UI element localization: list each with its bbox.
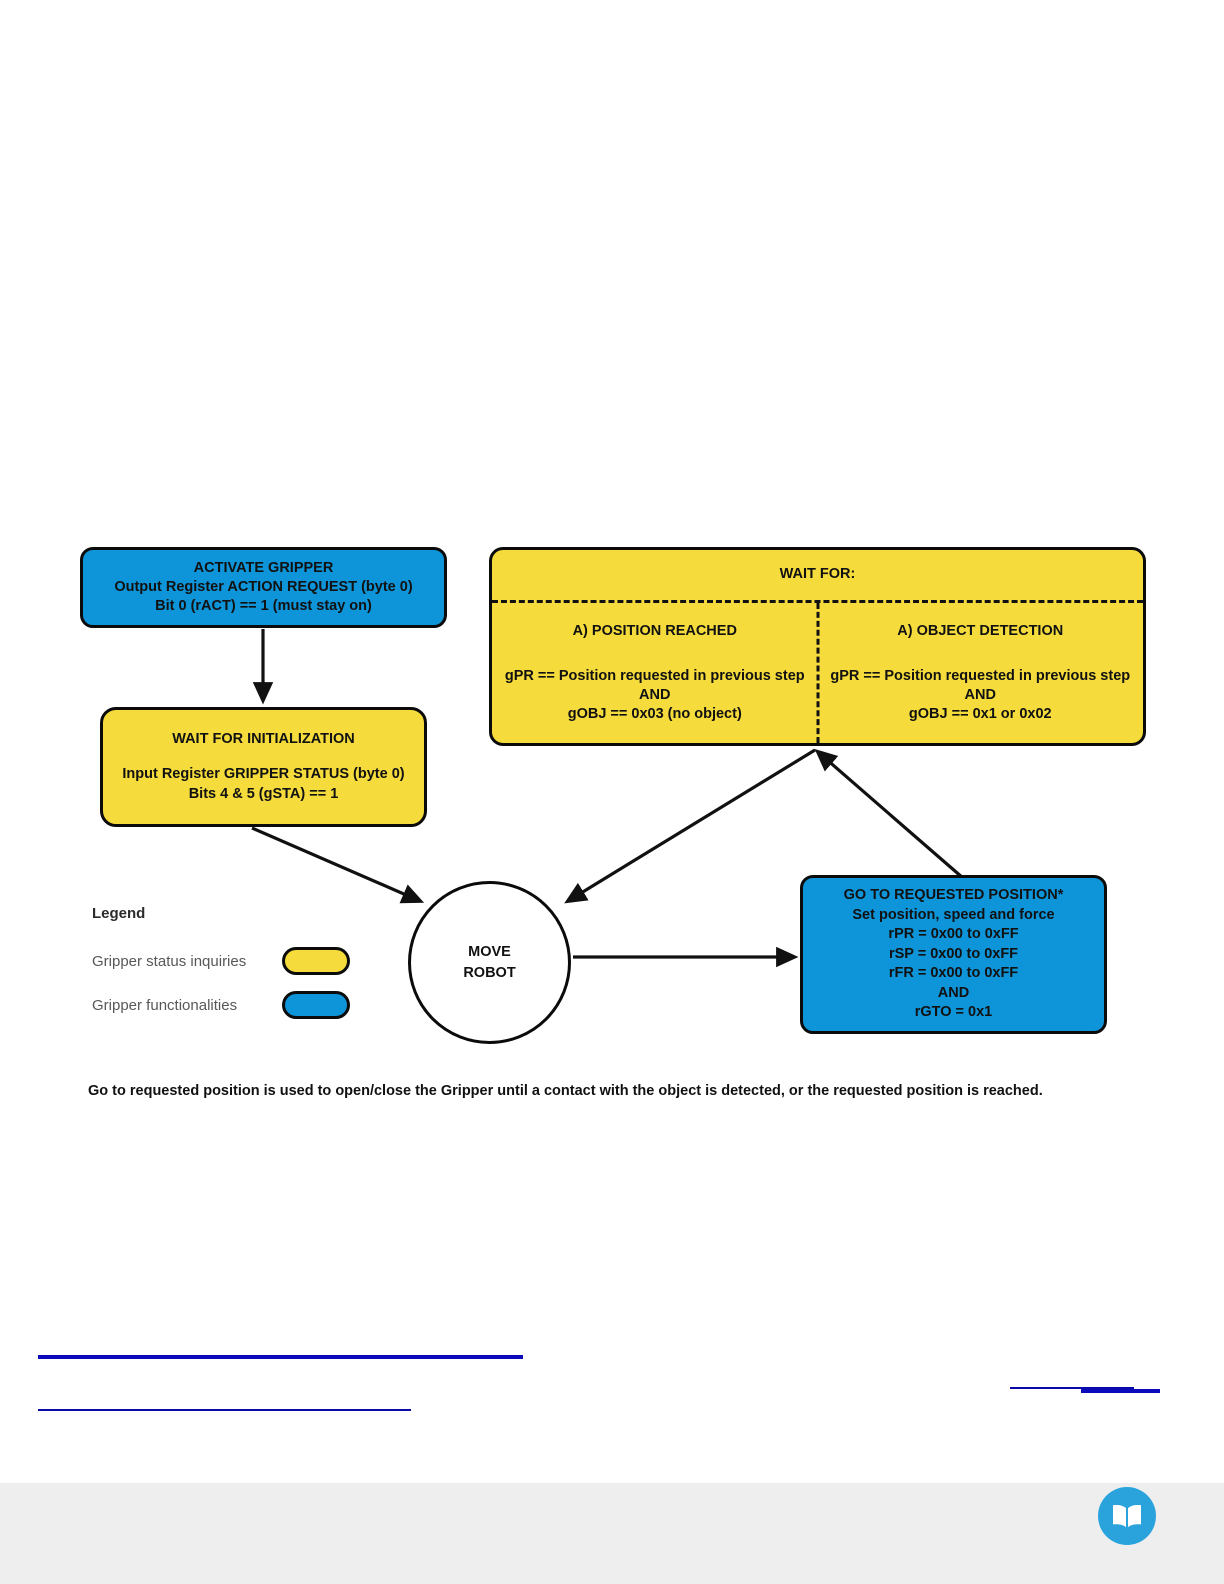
node-goto-line-2: Set position, speed and force: [852, 906, 1055, 923]
legend: Legend Gripper status inquiries Gripper …: [92, 905, 362, 1032]
link-underline-lower-left[interactable]: [38, 1409, 411, 1411]
node-wait-for-initialization[interactable]: WAIT FOR INITIALIZATION Input Register G…: [100, 707, 427, 827]
wait-for-column-b-line-1: gPR == Position requested in previous st…: [830, 668, 1131, 685]
wait-for-column-b-line-2: AND: [964, 687, 996, 704]
wait-for-horizontal-dashed-divider: [492, 600, 1143, 603]
wait-for-column-a-heading: A) POSITION REACHED: [572, 623, 737, 639]
legend-swatch-yellow: [282, 947, 350, 975]
wait-for-column-object-detection: A) OBJECT DETECTION gPR == Position requ…: [818, 603, 1144, 743]
link-underline-top-right[interactable]: [1081, 1389, 1160, 1393]
legend-item-gripper-functionalities: Gripper functionalities: [92, 988, 362, 1022]
legend-swatch-blue: [282, 991, 350, 1019]
wait-for-column-b-heading: A) OBJECT DETECTION: [897, 623, 1064, 639]
node-wait-for-initialization-line-1: Input Register GRIPPER STATUS (byte 0): [122, 766, 405, 783]
node-activate-gripper[interactable]: ACTIVATE GRIPPER Output Register ACTION …: [80, 547, 447, 628]
legend-item-gripper-status-inquiries: Gripper status inquiries: [92, 944, 362, 978]
node-goto-line-1: GO TO REQUESTED POSITION*: [843, 887, 1064, 904]
legend-item-label: Gripper functionalities: [92, 996, 238, 1014]
node-go-to-requested-position[interactable]: GO TO REQUESTED POSITION* Set position, …: [800, 875, 1107, 1034]
node-move-robot-line-2: ROBOT: [463, 964, 516, 981]
node-activate-gripper-line-3: Bit 0 (rACT) == 1 (must stay on): [155, 598, 372, 615]
wait-for-column-a-line-1: gPR == Position requested in previous st…: [504, 668, 805, 685]
node-goto-line-4: rSP = 0x00 to 0xFF: [888, 945, 1019, 962]
node-wait-for-initialization-title: WAIT FOR INITIALIZATION: [172, 731, 355, 748]
node-goto-line-3: rPR = 0x00 to 0xFF: [888, 926, 1019, 943]
edge-wait-init-to-move-robot: [251, 826, 425, 904]
node-activate-gripper-line-2: Output Register ACTION REQUEST (byte 0): [114, 578, 413, 595]
node-wait-for-initialization-line-2: Bits 4 & 5 (gSTA) == 1: [188, 785, 339, 802]
wait-for-columns: A) POSITION REACHED gPR == Position requ…: [492, 603, 1143, 743]
node-move-robot-line-1: MOVE: [468, 944, 511, 961]
edge-goto-to-wait-for: [814, 749, 965, 880]
node-wait-for[interactable]: WAIT FOR: A) POSITION REACHED gPR == Pos…: [489, 547, 1146, 746]
wait-for-column-a-line-3: gOBJ == 0x03 (no object): [567, 706, 742, 723]
wait-for-column-b-line-3: gOBJ == 0x1 or 0x02: [908, 706, 1052, 723]
node-activate-gripper-line-1: ACTIVATE GRIPPER: [193, 559, 334, 576]
node-wait-for-title: WAIT FOR:: [779, 566, 856, 583]
legend-item-label: Gripper status inquiries: [92, 952, 247, 970]
node-goto-line-7: rGTO = 0x1: [914, 1004, 993, 1021]
node-goto-line-5: rFR = 0x00 to 0xFF: [888, 965, 1019, 982]
link-underline-lower-right[interactable]: [1010, 1387, 1134, 1389]
legend-title: Legend: [92, 905, 146, 922]
node-goto-line-6: AND: [937, 984, 970, 1001]
wait-for-column-position-reached: A) POSITION REACHED gPR == Position requ…: [492, 603, 818, 743]
wait-for-column-a-line-2: AND: [639, 687, 671, 704]
footer-band: [0, 1483, 1224, 1584]
link-underline-upper-left[interactable]: [38, 1355, 523, 1359]
book-icon[interactable]: [1098, 1487, 1156, 1545]
node-move-robot[interactable]: MOVE ROBOT: [408, 881, 571, 1044]
edge-wait-for-to-move-robot: [564, 748, 816, 904]
wait-for-vertical-dashed-divider: [816, 603, 819, 743]
figure-caption: Go to requested position is used to open…: [88, 1083, 1043, 1099]
